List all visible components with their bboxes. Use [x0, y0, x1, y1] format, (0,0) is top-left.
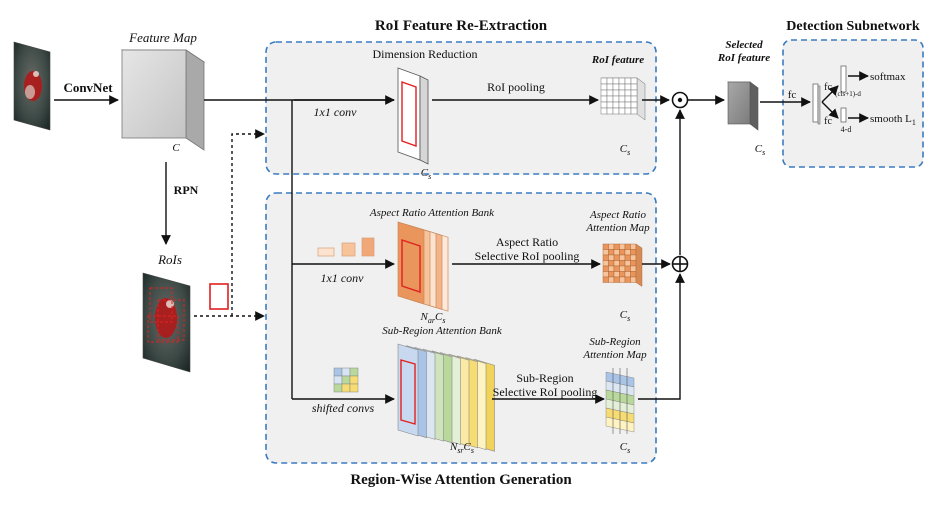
convnet-label: ConvNet — [63, 80, 113, 95]
fc-branch-up — [821, 85, 839, 103]
ar-bank-label: Aspect Ratio Attention Bank — [369, 207, 495, 219]
cs-selected: Cs — [755, 143, 765, 157]
add-operator — [671, 255, 689, 273]
ar-map-label-1: Aspect Ratio — [589, 209, 646, 221]
roi-feature-grid — [600, 77, 646, 121]
feature-map-label: Feature Map — [128, 30, 197, 45]
box-dim-label: 4-d — [841, 125, 852, 134]
attention-panel — [265, 192, 657, 464]
sr-map-label-1: Sub-Region — [589, 336, 641, 348]
roi-pooling-label: RoI pooling — [487, 80, 545, 94]
feature-map-cube — [120, 49, 206, 151]
smooth-l1-label: smooth L1 — [870, 113, 916, 127]
conv1x1-mid-label: 1x1 conv — [321, 271, 365, 285]
input-image — [13, 41, 51, 131]
selected-roi-feature-block — [727, 81, 759, 131]
shifted-convs-label: shifted convs — [312, 401, 375, 415]
class-dim-label: (cls+1)-d — [835, 90, 861, 98]
softmax-label: softmax — [870, 71, 906, 83]
fc-upper-label: fc — [824, 82, 832, 93]
rpn-label: RPN — [174, 183, 199, 197]
ar-kernels-icon — [317, 237, 375, 257]
shifted-conv-kernel-icon — [333, 367, 359, 393]
fc-class-layer — [840, 65, 847, 93]
conv1x1-top-label: 1x1 conv — [314, 105, 358, 119]
sr-bank-label: Sub-Region Attention Bank — [382, 325, 503, 337]
dimension-reduction-label: Dimension Reduction — [373, 47, 478, 61]
dimension-reduction-slab — [397, 67, 429, 165]
multiply-operator — [671, 91, 689, 109]
rois-image — [142, 272, 191, 373]
cs-roi-feature: Cs — [620, 143, 630, 157]
reextraction-title: RoI Feature Re-Extraction — [375, 18, 548, 34]
ar-attention-bank — [397, 221, 449, 312]
fc-branch-down — [821, 101, 839, 119]
selected-roi-feature-label-2: RoI feature — [717, 52, 770, 64]
roi-dotted-path-upper — [231, 129, 265, 316]
roi-feature-label: RoI feature — [591, 54, 644, 66]
fc-layer-main — [812, 83, 821, 125]
feature-map-c: C — [172, 142, 180, 154]
sr-to-add — [638, 273, 685, 400]
selected-roi-feature-label-1: Selected — [725, 39, 763, 51]
subnetwork-panel — [782, 39, 924, 168]
reextraction-panel — [265, 41, 657, 175]
sr-attention-map — [605, 368, 635, 434]
ar-selective-label-1: Aspect Ratio — [496, 235, 558, 249]
cs-reduction: Cs — [421, 167, 431, 181]
roi-box-icon — [209, 283, 229, 310]
sr-attention-bank — [397, 343, 495, 452]
cs-ar-map: Cs — [620, 309, 630, 323]
ar-map-label-2: Attention Map — [585, 222, 650, 234]
subnetwork-title: Detection Subnetwork — [786, 19, 920, 34]
sr-selective-label-1: Sub-Region — [516, 371, 573, 385]
fc-box-layer — [840, 107, 847, 123]
sr-map-label-2: Attention Map — [582, 349, 647, 361]
attention-title: Region-Wise Attention Generation — [350, 472, 572, 488]
fc-main-label: fc — [788, 89, 797, 101]
sr-selective-label-2: Selective RoI pooling — [493, 385, 598, 399]
nsr-cs: NsrCs — [449, 441, 474, 455]
nar-cs: NarCs — [420, 311, 446, 325]
ar-selective-label-2: Selective RoI pooling — [475, 249, 580, 263]
ar-attention-map — [602, 243, 643, 287]
rois-label: RoIs — [157, 252, 182, 267]
fc-lower-label: fc — [824, 116, 832, 127]
cs-sr-map: Cs — [620, 441, 630, 455]
